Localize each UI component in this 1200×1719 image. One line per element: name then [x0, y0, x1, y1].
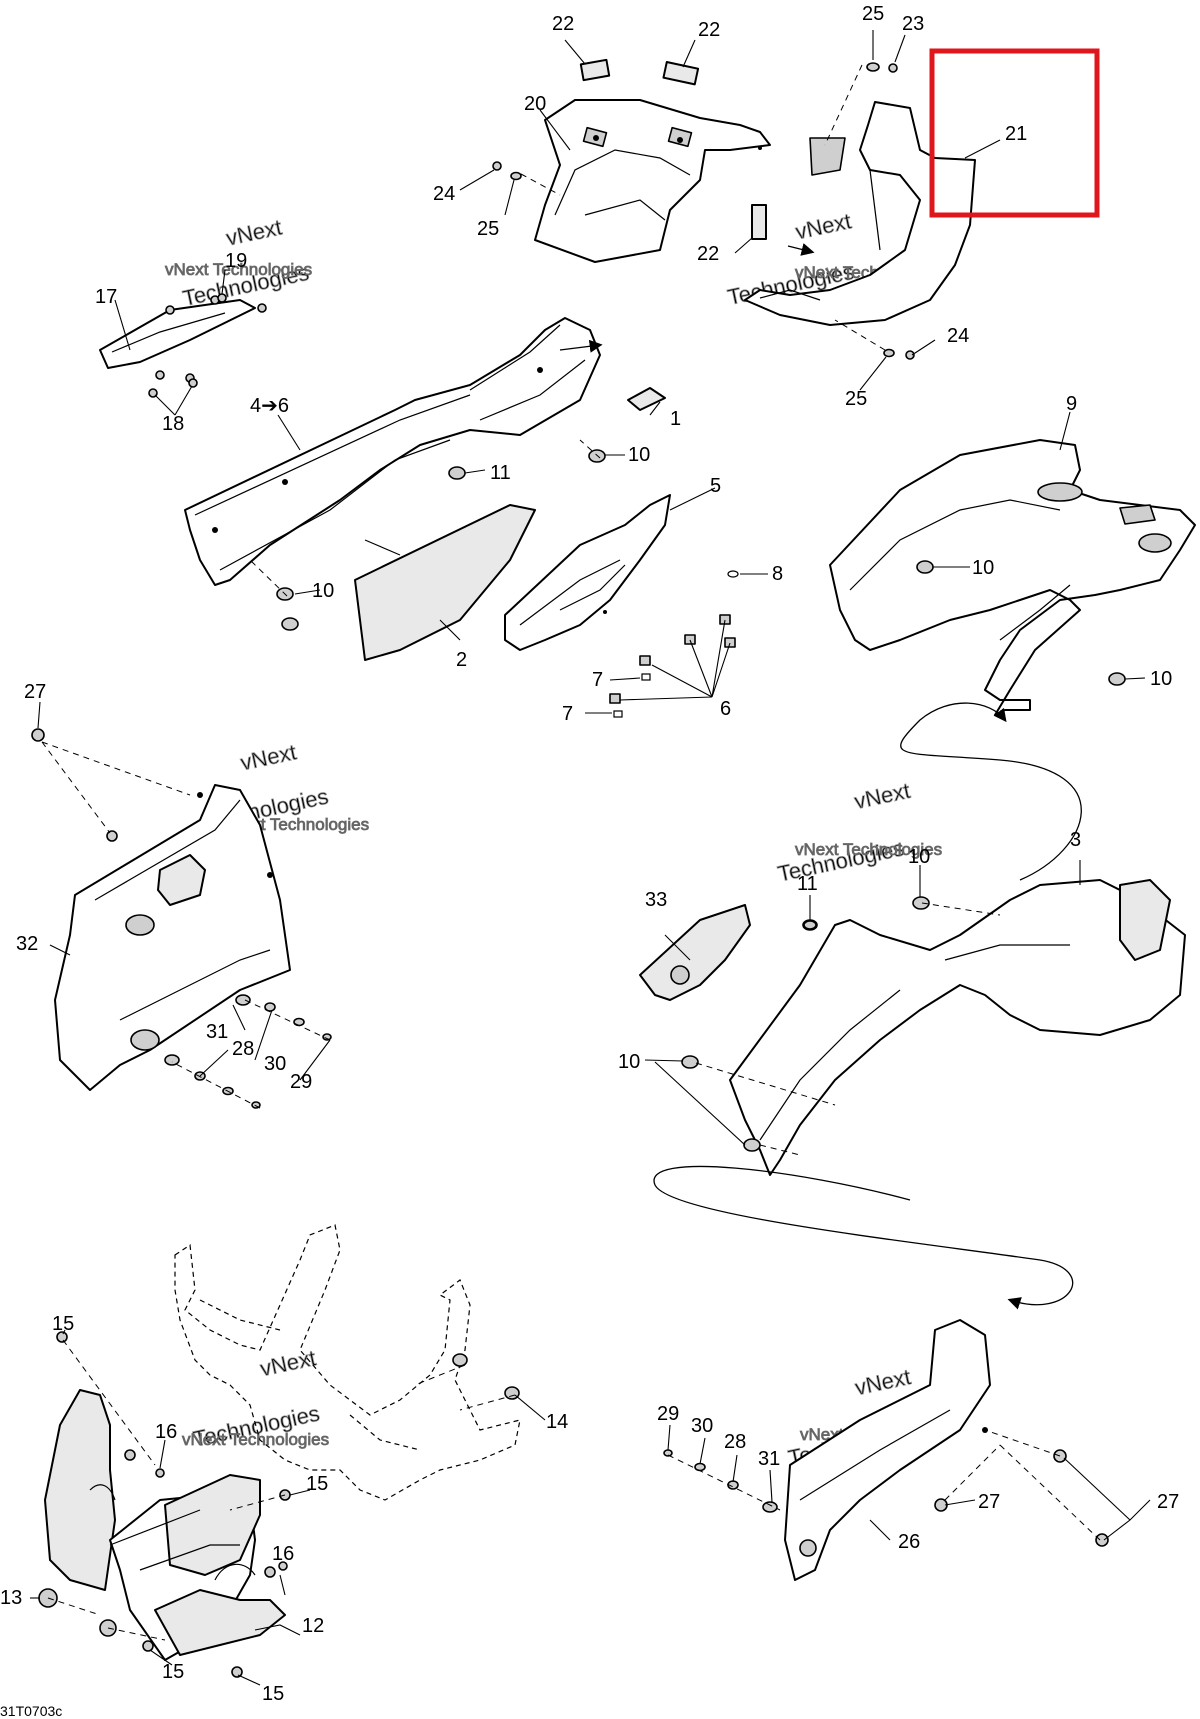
figure-code: 31T0703c — [0, 1703, 62, 1719]
svg-text:vNext: vNext — [258, 1345, 318, 1381]
callout-22: 22 — [697, 243, 719, 265]
watermark-text: vNext Technologies — [165, 260, 312, 279]
svg-text:vNext Technologies: vNext Technologies — [795, 840, 942, 859]
callout-18: 18 — [162, 413, 184, 435]
part-9-rear-fender — [829, 439, 1196, 716]
callout-23: 23 — [902, 13, 924, 35]
callout-10: 10 — [618, 1051, 640, 1073]
part-2-panel — [354, 504, 536, 661]
part-4-6-side-panel — [184, 317, 601, 586]
callout-17: 17 — [95, 286, 117, 308]
part-5-duct — [504, 494, 671, 651]
callout-19: 19 — [225, 250, 247, 272]
callout-10: 10 — [972, 557, 994, 579]
leader-lines — [30, 30, 1151, 1686]
callout-22: 22 — [698, 19, 720, 41]
callout-15: 15 — [306, 1473, 328, 1495]
watermark-vnext: vNext — [224, 214, 284, 250]
callout-5: 5 — [710, 475, 721, 497]
callout-9: 9 — [1066, 393, 1077, 415]
assembly-lines — [41, 64, 1101, 1641]
callout-25: 25 — [862, 3, 884, 25]
part-22-pads — [579, 58, 767, 240]
highlight-box-callout-21 — [929, 48, 1100, 218]
callout-27: 27 — [1157, 1491, 1179, 1513]
callout-8: 8 — [772, 563, 783, 585]
part-1-clip — [627, 387, 666, 411]
svg-text:vNext: vNext — [852, 778, 912, 814]
callout-13: 13 — [0, 1587, 22, 1609]
callout-2: 2 — [456, 649, 467, 671]
callout-33: 33 — [645, 889, 667, 911]
part-32-front-bracket — [54, 784, 291, 1091]
callout-25: 25 — [845, 388, 867, 410]
callout-20: 20 — [524, 93, 546, 115]
frame-dashed — [174, 1224, 521, 1501]
svg-text:vNext: vNext — [853, 1364, 913, 1400]
callout-10: 10 — [628, 444, 650, 466]
callout-22: 22 — [552, 13, 574, 35]
callout-30: 30 — [691, 1415, 713, 1437]
callout-24: 24 — [947, 325, 969, 347]
callout-3: 3 — [1070, 829, 1081, 851]
callout-16: 16 — [272, 1543, 294, 1565]
callout-30: 30 — [264, 1053, 286, 1075]
part-33-cover — [639, 904, 751, 1001]
callout-10: 10 — [908, 846, 930, 868]
callout-10: 10 — [312, 580, 334, 602]
part-17-bracket — [99, 295, 256, 383]
callout-15: 15 — [162, 1661, 184, 1683]
callout-32: 32 — [16, 933, 38, 955]
part-13-12-bumper-assembly — [44, 1389, 286, 1661]
part-21-guard — [744, 101, 976, 326]
callout-29: 29 — [290, 1071, 312, 1093]
callout-6: 6 — [720, 698, 731, 720]
svg-text:vNext: vNext — [793, 208, 853, 244]
callout-14: 14 — [546, 1411, 568, 1433]
callout-31: 31 — [758, 1448, 780, 1470]
callout-31: 31 — [206, 1021, 228, 1043]
callout-28: 28 — [724, 1431, 746, 1453]
callout-12: 12 — [302, 1615, 324, 1637]
callout-labels: 22 22 25 23 20 21 24 25 22 24 25 17 19 1… — [0, 3, 1179, 1705]
callout-27: 27 — [24, 681, 46, 703]
callout-29: 29 — [657, 1403, 679, 1425]
callout-24: 24 — [433, 183, 455, 205]
svg-text:vNext Technologies: vNext Technologies — [182, 1430, 329, 1449]
part-26-lower-panel — [784, 1319, 991, 1581]
part-20-tray — [534, 99, 771, 263]
callout-21: 21 — [1005, 123, 1027, 145]
svg-text:vNext: vNext — [238, 739, 298, 775]
callout-27: 27 — [978, 1491, 1000, 1513]
part-3-side-fender — [729, 879, 1186, 1176]
callout-15: 15 — [52, 1313, 74, 1335]
callout-1: 1 — [670, 408, 681, 430]
callout-4-6: 4➔6 — [250, 395, 289, 417]
callout-25: 25 — [477, 218, 499, 240]
reference-arrows — [559, 243, 1082, 1310]
callout-7: 7 — [562, 703, 573, 725]
callout-10: 10 — [1150, 668, 1172, 690]
callout-11: 11 — [797, 873, 818, 895]
callout-11: 11 — [490, 462, 511, 484]
callout-26: 26 — [898, 1531, 920, 1553]
callout-15: 15 — [262, 1683, 284, 1705]
callout-16: 16 — [155, 1421, 177, 1443]
callout-28: 28 — [232, 1038, 254, 1060]
callout-7: 7 — [592, 669, 603, 691]
